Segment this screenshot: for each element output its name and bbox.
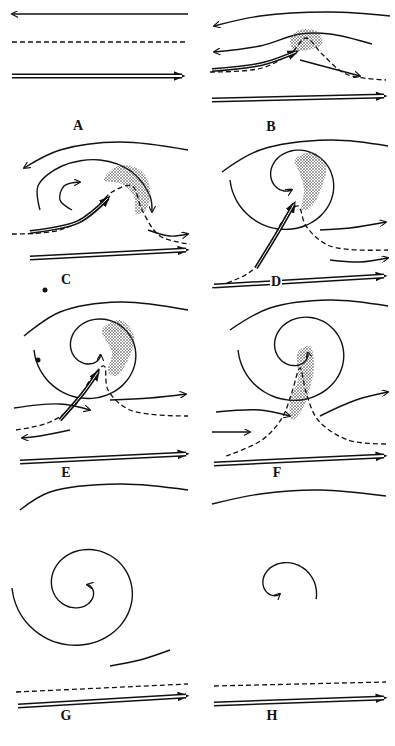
front-line [12,41,188,42]
current-arrow [18,696,186,706]
panel-letter: C [60,273,72,287]
dot [43,288,48,293]
wind-arrow [263,563,317,600]
precipitation-area [104,165,150,214]
wind-arrow [14,404,90,410]
current-arrow-inner [214,698,384,704]
wind-arrow [12,13,188,14]
panel-letter: F [272,466,283,480]
current-arrow-inner [20,454,186,462]
panel-letter: B [265,120,276,134]
front-line [226,368,386,456]
precipitation-area [290,346,314,420]
current-arrow-inner [60,372,98,420]
wind-arrow [148,230,188,236]
dot [36,358,41,363]
wind-arrow [300,60,360,76]
wind-arrow [60,182,80,210]
current-arrow-inner [212,96,384,100]
precipitation-area [102,320,135,376]
current-arrow [30,250,186,258]
current-arrow [212,96,384,100]
current-arrow [214,456,384,464]
current-arrow [214,698,384,704]
current-arrow-inner [214,276,384,286]
current-arrow-inner [214,456,384,464]
panel-letter: G [60,709,73,723]
panel-letter: A [72,119,84,133]
current-arrow-inner [18,696,186,706]
wind-arrow [24,142,188,168]
front-line [210,38,386,80]
front-line [16,684,188,692]
current-arrow [60,372,98,420]
wind-arrow [20,484,188,510]
current-arrow [214,276,384,286]
wind-arrow [320,392,388,416]
wind-arrow [230,150,334,229]
front-line [212,206,388,288]
wind-arrow [110,650,170,666]
panel-letter: H [266,709,279,723]
current-arrow [212,52,296,70]
wind-arrow [330,258,388,262]
illustration [12,12,390,706]
wind-arrow [34,319,136,399]
panel-letter: E [60,466,71,480]
wind-arrow [212,431,250,432]
front-line [12,185,190,244]
current-arrow [256,204,294,268]
precipitation-area [295,152,327,210]
wind-arrow [230,300,388,330]
wind-arrow [238,317,344,400]
wind-arrow [320,222,386,230]
wind-arrow [212,490,386,504]
front-line [214,682,386,686]
current-arrow-inner [30,198,108,232]
current-arrow [30,198,108,232]
wind-arrow [216,410,290,416]
current-arrow [20,454,186,462]
current-arrow-inner [12,75,182,77]
precipitation-area [290,29,323,51]
front-line [16,366,188,430]
wind-arrow [22,430,70,438]
current-arrow-inner [212,52,296,70]
wind-arrow [214,12,390,26]
wind-arrow [12,550,132,646]
current-arrow [12,74,182,79]
panel-letter: D [270,275,282,289]
wind-arrow [110,394,186,400]
current-arrow-inner [30,250,186,258]
current-arrow-inner [256,204,294,268]
